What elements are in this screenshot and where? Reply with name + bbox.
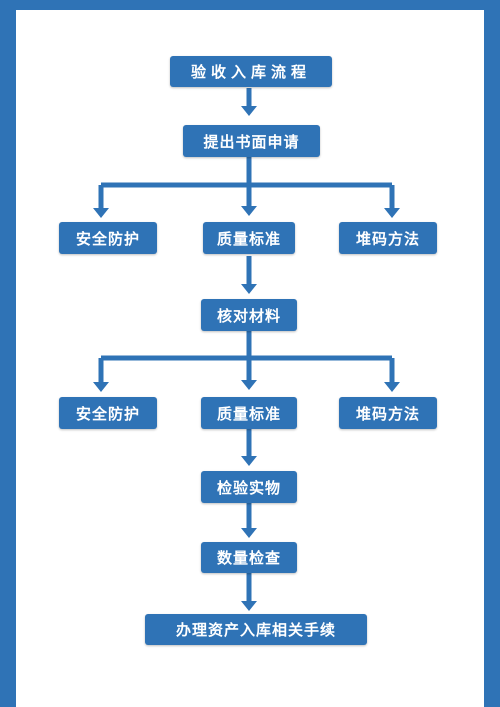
row2-stacking: 堆码方法 (339, 397, 437, 429)
step-check-materials: 核对材料 (201, 299, 297, 331)
step-count: 数量检查 (201, 542, 297, 573)
row1-safety: 安全防护 (59, 222, 157, 254)
step-inspect: 检验实物 (201, 471, 297, 503)
right-border (484, 0, 500, 707)
row2-quality: 质量标准 (201, 397, 297, 429)
left-border (0, 0, 16, 707)
row1-stacking: 堆码方法 (339, 222, 437, 254)
flow-title: 验收入库流程 (170, 56, 332, 87)
step-final: 办理资产入库相关手续 (145, 614, 367, 645)
top-border (0, 0, 500, 10)
row1-quality: 质量标准 (203, 222, 295, 254)
step-request: 提出书面申请 (183, 125, 320, 157)
row2-safety: 安全防护 (59, 397, 157, 429)
